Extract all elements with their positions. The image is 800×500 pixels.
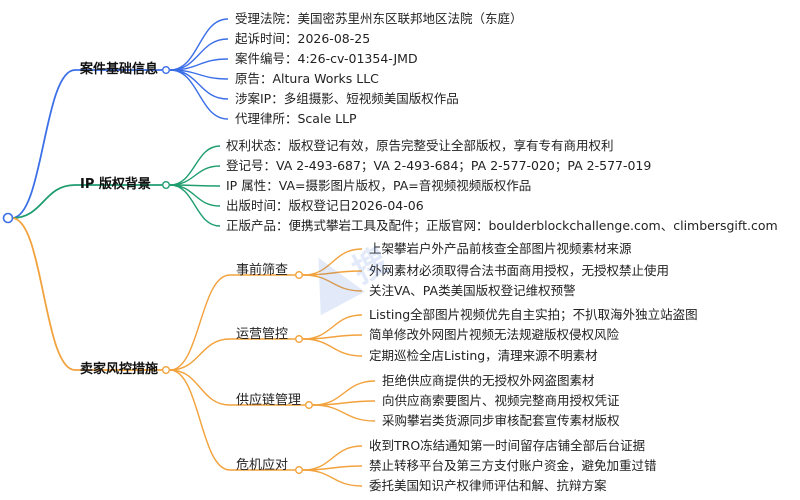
connector-root-ip: [11, 184, 76, 219]
connector-case-0: [169, 18, 229, 71]
pre-item-2[interactable]: 外网素材必须取得合法书面商用授权，无授权禁止使用: [369, 263, 670, 278]
connector-sub-1-2: [302, 338, 363, 357]
branch-case-info[interactable]: 案件基础信息: [80, 62, 159, 77]
connector-risk-sub-2: [169, 369, 231, 406]
supply-item-1[interactable]: 拒绝供应商提供的无授权外网盗图素材: [382, 373, 595, 388]
node-case: [161, 65, 170, 74]
connector-ip-0: [169, 145, 221, 186]
ops-item-3[interactable]: 定期巡检全店Listing，清理来源不明素材: [369, 348, 598, 363]
connector-ip-3: [169, 184, 221, 207]
node-sub-1: [295, 335, 304, 344]
supply-item-2[interactable]: 向供应商索要图片、视频完整商用授权凭证: [382, 393, 620, 408]
crisis-item-1[interactable]: 收到TRO冻结通知第一时间留存店铺全部后台证据: [369, 438, 646, 453]
branch-seller-risk[interactable]: 卖家风控措施: [80, 362, 159, 377]
pre-item-3[interactable]: 关注VA、PA类美国版权登记维权预警: [369, 283, 576, 298]
crisis-item-3[interactable]: 委托美国知识产权律师评估和解、抗辩方案: [369, 478, 607, 493]
connector-sub-1-1: [302, 334, 363, 340]
branch-ip-background[interactable]: IP 版权背景: [80, 177, 151, 192]
case-filing-date[interactable]: 起诉时间：2026-08-25: [235, 31, 371, 46]
connector-sub-2-2: [312, 404, 376, 422]
ip-genuine-products[interactable]: 正版产品：便携式攀岩工具及配件；正版官网：boulderblockchallen…: [226, 218, 778, 233]
connector-root-risk: [11, 217, 76, 371]
connector-sub-2-1: [312, 400, 376, 406]
case-plaintiff[interactable]: 原告：Altura Works LLC: [235, 71, 379, 86]
ops-item-2[interactable]: 简单修改外网图片视频无法规避版权侵权风险: [369, 327, 620, 342]
case-law-firm[interactable]: 代理律所：Scale LLP: [235, 111, 357, 126]
node-sub-3: [295, 466, 304, 475]
circle-node-icon: [2, 212, 14, 224]
case-court[interactable]: 受理法院：美国密苏里州东区联邦地区法院（东庭）: [235, 11, 523, 26]
connector-risk-sub-1: [169, 338, 231, 371]
sub-crisis[interactable]: 危机应对: [236, 458, 289, 473]
sub-operations[interactable]: 运营管控: [236, 327, 289, 342]
ip-publish-date[interactable]: 出版时间：版权登记日2026-04-06: [226, 198, 424, 213]
node-ip: [161, 180, 170, 189]
ip-attribute[interactable]: IP 属性：VA=摄影图片版权，PA=音视频视频版权作品: [226, 178, 532, 193]
case-number[interactable]: 案件编号：4:26-cv-01354-JMD: [235, 51, 418, 66]
ip-registration-no[interactable]: 登记号：VA 2-493-687；VA 2-493-684；PA 2-577-0…: [226, 158, 652, 173]
node-sub-0: [295, 271, 304, 280]
connector-case-5: [169, 69, 229, 120]
connector-root-case: [11, 69, 76, 219]
sub-pre-screening[interactable]: 事前筛查: [236, 263, 289, 278]
connector-risk-sub-3: [169, 369, 231, 471]
connector-sub-3-1: [302, 465, 363, 471]
sub-supply-chain[interactable]: 供应链管理: [236, 393, 302, 408]
ip-rights-status[interactable]: 权利状态：版权登记有效，原告完整受让全部版权，享有专有商用权利: [226, 138, 614, 153]
pre-item-1[interactable]: 上架攀岩户外产品前核查全部图片视频素材来源: [369, 241, 632, 256]
node-risk: [161, 366, 170, 375]
node-sub-2: [305, 401, 314, 410]
crisis-item-2[interactable]: 禁止转移平台及第三方支付账户资金，避免加重过错: [369, 458, 657, 473]
connector-ip-4: [169, 184, 221, 227]
connector-sub-3-2: [302, 469, 363, 487]
ops-item-1[interactable]: Listing全部图片视频优先自主实拍；不扒取海外独立站盗图: [369, 307, 698, 322]
connector-ip-1: [169, 165, 221, 186]
supply-item-3[interactable]: 采购攀岩类货源同步审核配套宣传素材版权: [382, 413, 620, 428]
connector-sub-0-1: [302, 270, 363, 276]
case-ip[interactable]: 涉案IP：多组摄影、短视频美国版权作品: [235, 91, 459, 106]
connector-risk-sub-0: [169, 274, 231, 371]
connector-sub-0-2: [302, 274, 363, 292]
